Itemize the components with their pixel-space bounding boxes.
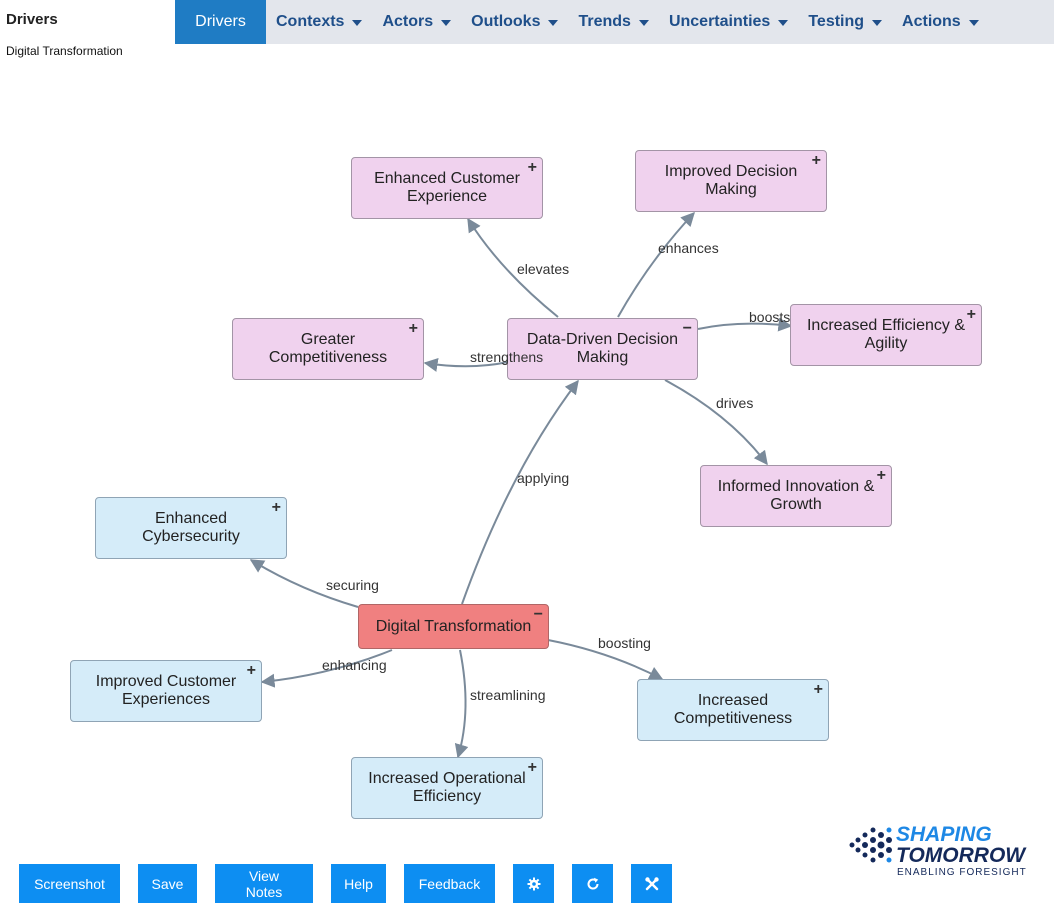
node-digital-transformation[interactable]: Digital Transformation − bbox=[358, 604, 549, 649]
logo-graphic: SHAPING TOMORROW ENABLING FORESIGHT bbox=[849, 823, 1027, 878]
logo-line2: TOMORROW bbox=[896, 844, 1027, 867]
expand-icon[interactable]: + bbox=[246, 662, 256, 679]
refresh-icon bbox=[587, 877, 599, 890]
edge-boosts bbox=[697, 317, 793, 332]
nav-trends[interactable]: Trends bbox=[568, 0, 658, 44]
logo-tagline: ENABLING FORESIGHT bbox=[897, 867, 1027, 878]
nav-outlooks[interactable]: Outlooks bbox=[461, 0, 568, 44]
node-label: Enhanced Cybersecurity bbox=[142, 510, 240, 545]
nav-contexts[interactable]: Contexts bbox=[266, 0, 372, 44]
node-increased-efficiency-agility[interactable]: Increased Efficiency & Agility + bbox=[790, 304, 982, 366]
edge-label-securing: securing bbox=[326, 577, 379, 593]
chevron-down-icon bbox=[441, 20, 452, 26]
logo-line1: SHAPING bbox=[896, 823, 992, 846]
node-label: Enhanced Customer Experience bbox=[374, 170, 520, 205]
nav-uncertainties[interactable]: Uncertainties bbox=[659, 0, 798, 44]
nav-label: Testing bbox=[808, 13, 865, 30]
nav-actors[interactable]: Actors bbox=[372, 0, 461, 44]
edge-enhances bbox=[617, 211, 695, 318]
nav-label: Trends bbox=[578, 13, 631, 30]
expand-icon[interactable]: + bbox=[408, 320, 418, 337]
edge-applying bbox=[461, 379, 579, 605]
edge-label-boosts: boosts bbox=[749, 309, 791, 325]
concept-map[interactable]: Enhanced Customer Experience + Improved … bbox=[0, 60, 1054, 840]
top-bar: Drivers Drivers Contexts Actors Outlooks… bbox=[0, 0, 1054, 44]
node-label: Increased Efficiency & Agility bbox=[806, 317, 965, 352]
edge-securing bbox=[249, 559, 359, 608]
edge-label-applying: applying bbox=[517, 470, 570, 486]
node-improved-decision-making[interactable]: Improved Decision Making + bbox=[635, 150, 827, 212]
feedback-button[interactable]: Feedback bbox=[404, 864, 495, 903]
edge-label-enhancing: enhancing bbox=[322, 657, 387, 673]
chevron-down-icon bbox=[968, 20, 979, 26]
edge-label-drives: drives bbox=[716, 395, 754, 411]
edge-enhancing bbox=[260, 649, 393, 688]
nav-label: Actions bbox=[902, 13, 961, 30]
nav-label: Uncertainties bbox=[668, 13, 771, 30]
node-label: Improved Customer Experiences bbox=[95, 673, 237, 708]
gear-icon bbox=[527, 877, 540, 890]
tools-icon bbox=[644, 876, 659, 890]
node-label: Increased Operational Efficiency bbox=[368, 770, 526, 805]
edge-label-boosting: boosting bbox=[598, 635, 651, 651]
edge-streamlining bbox=[454, 649, 469, 759]
node-label: Greater Competitiveness bbox=[268, 331, 388, 366]
edge-strengthens bbox=[423, 358, 509, 372]
help-button[interactable]: Help bbox=[331, 864, 386, 903]
settings-button[interactable] bbox=[513, 864, 554, 903]
nav-testing[interactable]: Testing bbox=[798, 0, 892, 44]
collapse-icon[interactable]: − bbox=[682, 320, 692, 337]
save-button[interactable]: Save bbox=[138, 864, 197, 903]
page-title: Drivers bbox=[6, 11, 58, 28]
node-enhanced-customer-experience[interactable]: Enhanced Customer Experience + bbox=[351, 157, 543, 219]
node-enhanced-cybersecurity[interactable]: Enhanced Cybersecurity + bbox=[95, 497, 287, 559]
node-label: Increased Competitiveness bbox=[673, 692, 793, 727]
node-increased-operational-efficiency[interactable]: Increased Operational Efficiency + bbox=[351, 757, 543, 819]
edge-layer bbox=[249, 211, 793, 759]
nav-drivers[interactable]: Drivers bbox=[175, 0, 266, 44]
edge-drives bbox=[664, 379, 768, 466]
node-greater-competitiveness[interactable]: Greater Competitiveness + bbox=[232, 318, 424, 380]
edge-boosting bbox=[547, 639, 664, 680]
chevron-down-icon bbox=[352, 20, 363, 26]
view-notes-button[interactable]: View Notes bbox=[215, 864, 313, 903]
nav-label: Drivers bbox=[195, 13, 246, 30]
edge-label-strengthens: strengthens bbox=[470, 349, 544, 365]
chevron-down-icon bbox=[778, 20, 789, 26]
chevron-down-icon bbox=[872, 20, 883, 26]
collapse-icon[interactable]: − bbox=[533, 606, 543, 623]
node-label: Data-Driven Decision Making bbox=[526, 331, 679, 366]
node-data-driven-decision-making[interactable]: Data-Driven Decision Making − bbox=[507, 318, 698, 380]
node-increased-competitiveness[interactable]: Increased Competitiveness + bbox=[637, 679, 829, 741]
expand-icon[interactable]: + bbox=[527, 759, 537, 776]
node-label: Informed Innovation & Growth bbox=[717, 478, 875, 513]
bottom-toolbar: Screenshot Save View Notes Help Feedback bbox=[19, 864, 672, 903]
expand-icon[interactable]: + bbox=[527, 159, 537, 176]
chevron-down-icon bbox=[638, 20, 649, 26]
nav-label: Actors bbox=[382, 13, 434, 30]
screenshot-button[interactable]: Screenshot bbox=[19, 864, 120, 903]
main-nav: Drivers Contexts Actors Outlooks Trends … bbox=[175, 0, 1054, 44]
chevron-down-icon bbox=[548, 20, 559, 26]
nav-label: Outlooks bbox=[471, 13, 541, 30]
node-improved-customer-experiences[interactable]: Improved Customer Experiences + bbox=[70, 660, 262, 722]
shaping-tomorrow-logo: SHAPING TOMORROW ENABLING FORESIGHT bbox=[848, 820, 1044, 880]
expand-icon[interactable]: + bbox=[813, 681, 823, 698]
expand-icon[interactable]: + bbox=[271, 499, 281, 516]
nav-label: Contexts bbox=[276, 13, 345, 30]
edge-elevates bbox=[467, 217, 559, 318]
expand-icon[interactable]: + bbox=[811, 152, 821, 169]
node-label: Digital Transformation bbox=[375, 617, 532, 635]
nav-actions[interactable]: Actions bbox=[892, 0, 989, 44]
expand-icon[interactable]: + bbox=[876, 467, 886, 484]
tools-button[interactable] bbox=[631, 864, 672, 903]
refresh-button[interactable] bbox=[572, 864, 613, 903]
node-informed-innovation-growth[interactable]: Informed Innovation & Growth + bbox=[700, 465, 892, 527]
node-label: Improved Decision Making bbox=[664, 163, 798, 198]
page-subtitle: Digital Transformation bbox=[6, 44, 123, 58]
expand-icon[interactable]: + bbox=[966, 306, 976, 323]
edge-label-streamlining: streamlining bbox=[470, 687, 546, 703]
edge-label-elevates: elevates bbox=[517, 261, 570, 277]
edge-label-enhances: enhances bbox=[658, 240, 719, 256]
